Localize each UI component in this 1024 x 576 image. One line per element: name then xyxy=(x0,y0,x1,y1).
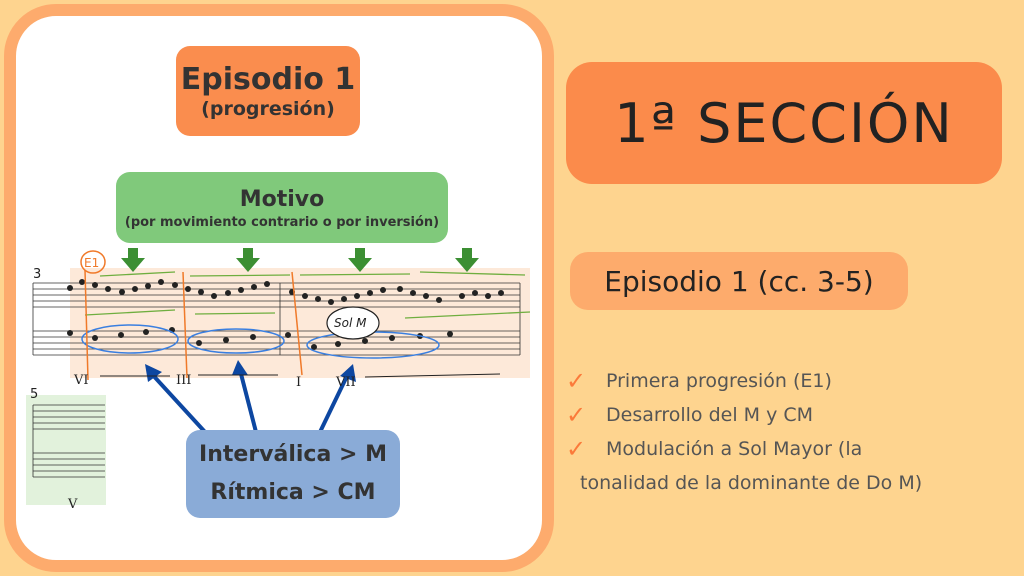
list-item: ✓Primera progresión (E1) xyxy=(566,364,1006,398)
check-icon: ✓ xyxy=(566,401,587,429)
summary-list: ✓Primera progresión (E1) ✓Desarrollo del… xyxy=(566,364,1006,500)
countermotive-box: Interválica > M Rítmica > CM xyxy=(186,430,400,518)
svg-text:III: III xyxy=(176,373,191,388)
motive-box: Motivo (por movimiento contrario o por i… xyxy=(116,172,448,243)
interval-label: Interválica > M xyxy=(199,442,387,467)
svg-text:VII: VII xyxy=(335,375,356,390)
list-item: ✓Desarrollo del M y CM xyxy=(566,398,1006,432)
episode-range: Episodio 1 (cc. 3-5) xyxy=(570,252,908,310)
section-marks xyxy=(80,250,303,381)
music-score: 3 5 E1 Sol M VI III I VII V xyxy=(26,248,531,512)
episode-title-box: Episodio 1 (progresión) xyxy=(176,46,360,136)
key-circle xyxy=(326,306,380,340)
key-mark: Sol M xyxy=(334,316,367,330)
list-item-continuation: tonalidad de la dominante de Do M) xyxy=(580,472,923,494)
measure-number-3: 3 xyxy=(33,267,41,282)
motive-lines xyxy=(84,271,531,319)
motive-title: Motivo xyxy=(239,187,325,212)
episode-subtitle: (progresión) xyxy=(201,98,335,120)
section-title: 1ª SECCIÓN xyxy=(566,62,1002,184)
rhythm-label: Rítmica > CM xyxy=(210,480,376,505)
e1-mark: E1 xyxy=(84,256,99,270)
check-icon: ✓ xyxy=(566,435,587,463)
motive-arrows xyxy=(121,248,479,272)
staff-lines xyxy=(32,282,521,478)
svg-text:I: I xyxy=(296,375,301,390)
check-icon: ✓ xyxy=(566,367,587,395)
motive-subtitle: (por movimiento contrario o por inversió… xyxy=(124,215,440,230)
notes xyxy=(67,279,504,350)
episode-title: Episodio 1 xyxy=(180,62,356,97)
list-item: ✓Modulación a Sol Mayor (la xyxy=(566,432,1006,466)
interval-arrows xyxy=(148,369,350,434)
svg-text:VI: VI xyxy=(73,373,89,388)
measure-number-5: 5 xyxy=(30,387,38,402)
degree-labels: VI III I VII V xyxy=(67,373,356,512)
svg-text:V: V xyxy=(67,497,78,512)
